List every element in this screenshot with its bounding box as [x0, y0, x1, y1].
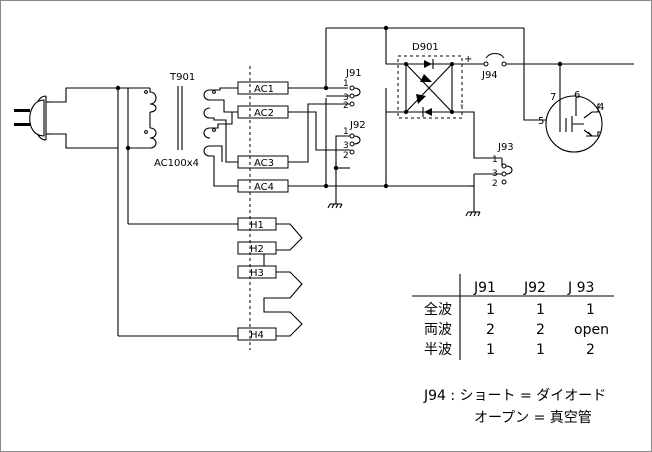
transformer-secondary: [203, 89, 216, 157]
table-cell: 2: [536, 322, 545, 338]
jumper-j91: [349, 85, 361, 107]
j91-pin1: 1: [343, 79, 349, 89]
table-cell: 1: [486, 342, 495, 358]
ground-icon: [327, 200, 343, 209]
j91-pin2: 2: [343, 101, 349, 111]
h3-label: H3: [250, 268, 264, 279]
j92-pin3: 3: [343, 141, 349, 151]
jumper-j93: [501, 163, 513, 185]
h4-label: H4: [250, 330, 264, 341]
ac2-label: AC2: [254, 108, 274, 119]
h1-label: H1: [250, 220, 264, 231]
j93-pin2: 2: [492, 179, 498, 189]
table-cell: open: [574, 322, 609, 338]
ground-icon: [465, 174, 481, 217]
table-cell: 1: [536, 302, 545, 318]
table-header-j92: J92: [523, 280, 546, 296]
table-header-j93: J 93: [567, 280, 594, 296]
table-cell: 1: [536, 342, 545, 358]
j92-pin1: 1: [343, 127, 349, 137]
transformer-label: T901: [169, 72, 195, 83]
bridge-plus-label: +: [464, 54, 472, 65]
diode-bridge-icon: [404, 59, 454, 117]
diode-bridge-label: D901: [412, 42, 439, 53]
h4-connector: [237, 327, 277, 341]
tube-pin7-label: 7: [550, 92, 556, 103]
ac3-label: AC3: [254, 158, 274, 169]
h2-label: H2: [250, 244, 264, 255]
table-row-mode: 半波: [424, 342, 452, 358]
rectifier-tube-icon: [545, 95, 603, 153]
transformer-primary: [144, 88, 157, 149]
heater-filament-1: [276, 223, 303, 251]
table-row-mode: 全波: [424, 301, 452, 318]
j91-label: J91: [345, 68, 362, 79]
bridge-minus-label: -: [460, 100, 464, 111]
ac1-label: AC1: [254, 84, 274, 95]
diode-bridge-box: [397, 55, 463, 119]
h2-connector: [237, 241, 277, 255]
j92-label: J92: [349, 120, 366, 131]
jumper-j92: [349, 133, 361, 155]
tube-pin5-label: 5: [538, 116, 544, 127]
power-plug-icon: [14, 95, 52, 141]
j92-pin2: 2: [343, 151, 349, 161]
j91-pin3: 3: [343, 93, 349, 103]
ac4-label: AC4: [254, 182, 274, 193]
note-line-2: オープン = 真空管: [474, 410, 592, 426]
tube-pin4-label: 4: [598, 102, 604, 113]
jumper-table: J91 J92 J 93 全波 1 1 1 両波 2 2 open 半波 1 1…: [412, 274, 614, 360]
j93-label: J93: [497, 142, 514, 153]
table-cell: 2: [586, 342, 595, 358]
jumper-j94: [483, 52, 507, 67]
table-cell: 1: [586, 302, 595, 318]
tube-pin6-label: 6: [574, 90, 580, 101]
j93-pin1: 1: [492, 155, 498, 165]
heater-filament-2: [263, 271, 303, 337]
table-cell: 2: [486, 322, 495, 338]
note-line-1: J94 : ショート = ダイオード: [423, 388, 606, 404]
j94-label: J94: [481, 70, 498, 81]
transformer-rating-label: AC100x4: [154, 158, 199, 169]
table-cell: 1: [486, 302, 495, 318]
table-row-mode: 両波: [424, 322, 452, 338]
table-header-j91: J91: [473, 280, 496, 296]
